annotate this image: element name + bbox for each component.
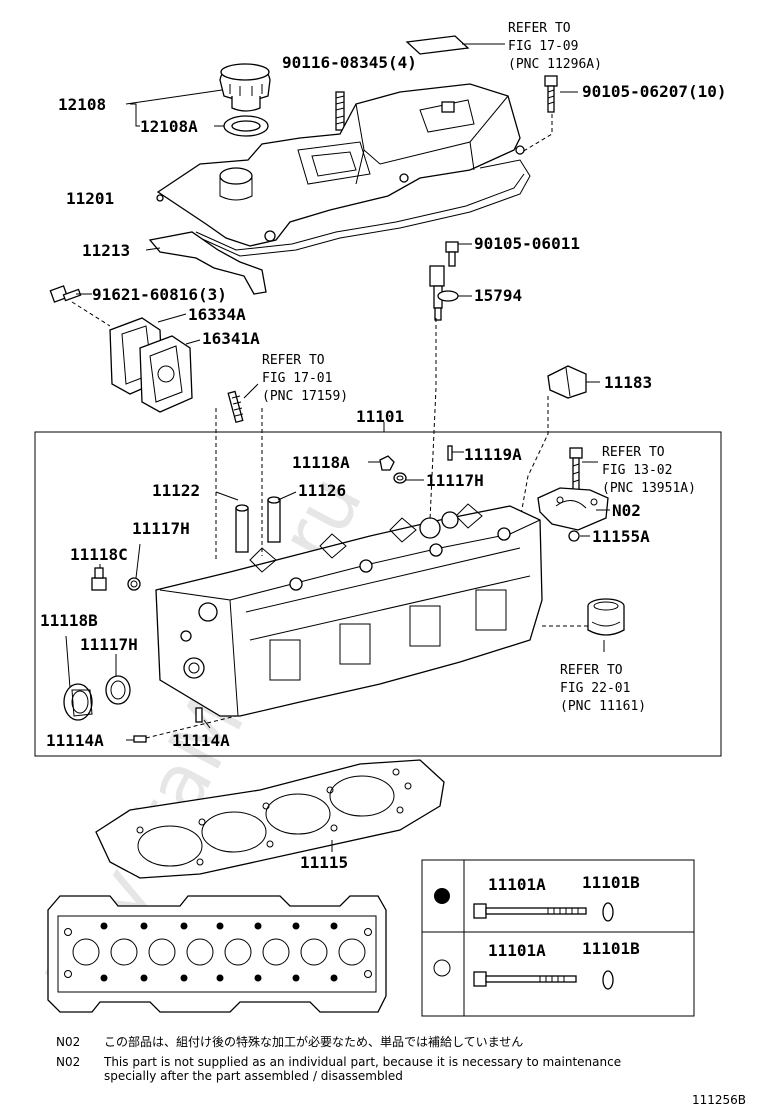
note-text-en-1: This part is not supplied as an individu… (103, 1055, 621, 1069)
label-11118C: 11118C (70, 545, 128, 564)
label-90116: 90116-08345(4) (282, 53, 417, 72)
label-11117H-top: 11117H (426, 471, 484, 490)
cylinder-head-gasket-icon (95, 759, 445, 879)
gasket-11117H-lower-icon (105, 675, 131, 705)
camshaft-bearing-cap-icon (537, 447, 609, 531)
label-16341A: 16341A (202, 329, 260, 348)
svg-text:FIG 17-09: FIG 17-09 (508, 39, 578, 54)
note-code-1: N02 (56, 1035, 80, 1049)
pin-11119A-icon (447, 445, 453, 461)
part-labels: 12108 12108A 11201 11213 90116-08345(4) … (40, 53, 727, 872)
label-11213: 11213 (82, 241, 130, 260)
head-bolt-table (421, 859, 695, 1017)
cylinder-head-cover-icon (156, 83, 525, 247)
label-12108: 12108 (58, 95, 106, 114)
plug-11118C-icon (91, 567, 107, 591)
stud-bolt-icon (335, 91, 345, 131)
cam-cap-icon (547, 365, 587, 399)
plug-11118A-icon (379, 455, 395, 471)
plug-11118B-icon (63, 683, 93, 721)
svg-text:REFER TO: REFER TO (262, 353, 325, 368)
pin-11114A-right-icon (195, 707, 203, 723)
label-12108A: 12108A (140, 117, 198, 136)
label-11101: 11101 (356, 407, 404, 426)
svg-text:(PNC 13951A): (PNC 13951A) (602, 481, 696, 496)
label-91621: 91621-60816(3) (92, 285, 227, 304)
svg-text:REFER TO: REFER TO (602, 445, 665, 460)
cylinder-head-frame (34, 431, 722, 757)
refer-to-13-02: REFER TO FIG 13-02 (PNC 13951A) (602, 445, 696, 496)
cover-gasket-icon (195, 159, 531, 257)
svg-text:FIG 13-02: FIG 13-02 (602, 463, 672, 478)
gasket-11117H-left-icon (127, 577, 141, 591)
note-code-2: N02 (56, 1055, 80, 1069)
valve-guide-intake-icon (267, 496, 281, 543)
label-90105-06011: 90105-06011 (474, 234, 580, 253)
label-N02: N02 (612, 501, 641, 520)
svg-text:REFER TO: REFER TO (508, 21, 571, 36)
refer-to-22-01: REFER TO FIG 22-01 (PNC 11161) (560, 663, 646, 714)
label-11117H-mid: 11117H (132, 519, 190, 538)
svg-text:(PNC 11161): (PNC 11161) (560, 699, 646, 714)
refer-to-17-01: REFER TO FIG 17-01 (PNC 17159) (262, 353, 348, 404)
label-90105-06207: 90105-06207(10) (582, 82, 727, 101)
exhaust-stud-icon (227, 390, 244, 424)
cam-position-sensor-icon (429, 265, 459, 321)
label-11118B: 11118B (40, 611, 98, 630)
refer-to-17-09: REFER TO FIG 17-09 (PNC 11296A) (508, 21, 602, 72)
table-labels: 11101A 11101B 11101A 11101B (488, 873, 640, 960)
head-bolt-washer-icon (602, 902, 614, 922)
head-bolt-pattern-sketch (47, 895, 387, 1013)
head-bolt-long-icon (473, 903, 587, 919)
svg-text:(PNC 11296A): (PNC 11296A) (508, 57, 602, 72)
label-11118A: 11118A (292, 453, 350, 472)
table-bolt-label-1: 11101A (488, 875, 546, 894)
footnotes: N02 この部品は、組付け後の特殊な加工が必要なため、単品では補給していません … (56, 1034, 621, 1083)
water-outlet-gasket-icon (139, 335, 193, 413)
cap-gasket-icon (223, 115, 269, 137)
head-bolt-washer-2-icon (602, 970, 614, 990)
pin-11114A-left-icon (133, 735, 147, 743)
table-bolt-label-2: 11101A (488, 941, 546, 960)
svg-text:FIG 22-01: FIG 22-01 (560, 681, 630, 696)
label-15794: 15794 (474, 286, 522, 305)
flange-bolt-icon (49, 285, 82, 303)
label-11201: 11201 (66, 189, 114, 208)
cam-housing-plug-icon (587, 598, 625, 636)
label-11117H-lower: 11117H (80, 635, 138, 654)
gasket-11117H-icon (393, 472, 407, 484)
open-circle-marker (433, 959, 451, 977)
note-text-jp: この部品は、組付け後の特殊な加工が必要なため、単品では補給していません (104, 1034, 523, 1049)
cylinder-head-icon (155, 503, 543, 717)
gasket-sheet-icon (405, 35, 470, 55)
svg-text:(PNC 17159): (PNC 17159) (262, 389, 348, 404)
valve-guide-icon (235, 504, 249, 553)
figure-id: 111256B (692, 1093, 746, 1107)
oil-filler-cap-icon (219, 63, 271, 112)
svg-text:FIG 17-01: FIG 17-01 (262, 371, 332, 386)
label-16334A: 16334A (188, 305, 246, 324)
table-washer-label-2: 11101B (582, 939, 640, 958)
label-11122: 11122 (152, 481, 200, 500)
note-text-en-2: specially after the part assembled / dis… (104, 1069, 403, 1083)
dowel-11155A-icon (568, 530, 580, 542)
sensor-bolt-icon (445, 241, 459, 267)
label-11119A: 11119A (464, 445, 522, 464)
bolt-icon (544, 75, 558, 113)
svg-text:REFER TO: REFER TO (560, 663, 623, 678)
table-washer-label-1: 11101B (582, 873, 640, 892)
baffle-plate-icon (148, 231, 267, 295)
label-11183: 11183 (604, 373, 652, 392)
label-11114A-right: 11114A (172, 731, 230, 750)
label-11114A-left: 11114A (46, 731, 104, 750)
label-11115: 11115 (300, 853, 348, 872)
label-11126: 11126 (298, 481, 346, 500)
label-11155A: 11155A (592, 527, 650, 546)
filled-circle-marker (434, 888, 450, 904)
head-bolt-short-icon (473, 971, 577, 987)
